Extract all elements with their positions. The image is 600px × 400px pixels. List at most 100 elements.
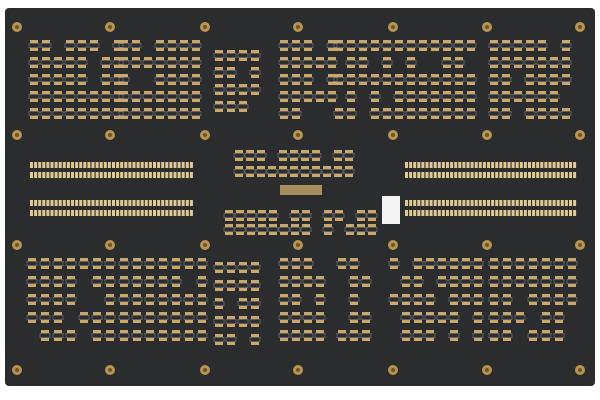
strip-pad (491, 172, 495, 178)
chip-footprint (472, 258, 484, 269)
pad (304, 91, 312, 94)
pad (80, 312, 88, 315)
chip-footprint (405, 57, 417, 68)
strip-pad (38, 162, 42, 168)
silkscreen-outline (213, 104, 225, 109)
chip-footprint (76, 74, 88, 85)
pad (490, 320, 498, 323)
strip-pad (569, 200, 572, 206)
pad (90, 40, 98, 43)
strip-pad (95, 200, 99, 206)
silkscreen-outline (424, 297, 436, 302)
pad (359, 82, 367, 85)
chip-footprint (299, 166, 311, 177)
silkscreen-outline (536, 43, 548, 48)
silkscreen-outline (104, 297, 116, 302)
pad (359, 65, 367, 68)
chip-footprint (170, 294, 182, 305)
silkscreen-outline (225, 53, 237, 58)
pad (419, 40, 427, 43)
chip-footprint (448, 294, 460, 305)
strip-pad (99, 210, 103, 216)
silkscreen-outline (524, 94, 536, 99)
silkscreen-outline (302, 43, 314, 48)
hole-center (15, 243, 19, 247)
chip-footprint (527, 276, 539, 287)
pad (526, 48, 534, 51)
silkscreen-outline (142, 111, 154, 116)
strip-pad (503, 200, 507, 206)
pad (414, 294, 422, 297)
chip-footprint (512, 57, 524, 68)
pad (438, 284, 446, 287)
pad (312, 166, 320, 169)
silkscreen-outline (472, 315, 484, 320)
pad (550, 65, 558, 68)
strip-pad (189, 172, 193, 178)
silkscreen-outline (78, 261, 90, 266)
silkscreen-outline (100, 77, 112, 82)
pad (562, 82, 570, 85)
chip-footprint (39, 330, 51, 341)
pad (455, 82, 463, 85)
chip-footprint (333, 210, 345, 221)
chip-footprint (52, 108, 64, 119)
silkscreen-outline (560, 111, 572, 116)
pad (345, 158, 353, 161)
chip-footprint (512, 91, 524, 102)
strip-pad (189, 210, 193, 216)
strip-pad (470, 172, 474, 178)
strip-pad (148, 162, 152, 168)
hole-center (578, 25, 582, 29)
pad (338, 338, 346, 341)
strip-pad (540, 172, 544, 178)
chip-footprint (290, 294, 302, 305)
pad (438, 258, 446, 261)
silkscreen-outline (566, 297, 578, 302)
hole-center (15, 25, 19, 29)
silkscreen-outline (540, 333, 552, 338)
pad (93, 266, 101, 269)
pad (133, 266, 141, 269)
chip-footprint (278, 276, 290, 287)
chip-footprint (300, 224, 312, 235)
strip-pad (169, 172, 173, 178)
strip-pad (556, 200, 560, 206)
strip-pad (466, 162, 470, 168)
silkscreen-outline (501, 333, 513, 338)
chip-footprint (540, 258, 552, 269)
silkscreen-outline (314, 333, 326, 338)
strip-pad (429, 172, 433, 178)
strip-pad (99, 172, 103, 178)
pad (28, 266, 36, 269)
strip-pad (458, 162, 462, 168)
silkscreen-outline (302, 77, 314, 82)
pad (133, 320, 141, 323)
pad (334, 174, 342, 177)
hole-center (203, 368, 207, 372)
chip-footprint (424, 330, 436, 341)
pad (502, 108, 510, 111)
pad (350, 330, 358, 333)
chip-footprint (157, 258, 169, 269)
silkscreen-outline (501, 297, 513, 302)
silkscreen-outline (360, 333, 372, 338)
pad (246, 166, 254, 169)
chip-footprint (348, 312, 360, 323)
strip-pad (120, 200, 124, 206)
pad (538, 108, 546, 111)
pad (172, 312, 180, 315)
pad (490, 266, 498, 269)
pad (42, 48, 50, 51)
pad (280, 266, 288, 269)
chip-footprint (524, 57, 536, 68)
pad (302, 210, 310, 213)
chip-footprint (381, 74, 393, 85)
pad (347, 108, 355, 111)
pad (555, 330, 563, 333)
silkscreen-outline (412, 333, 424, 338)
pad (168, 48, 176, 51)
pad (257, 150, 265, 153)
pad (304, 266, 312, 269)
pad (292, 99, 300, 102)
